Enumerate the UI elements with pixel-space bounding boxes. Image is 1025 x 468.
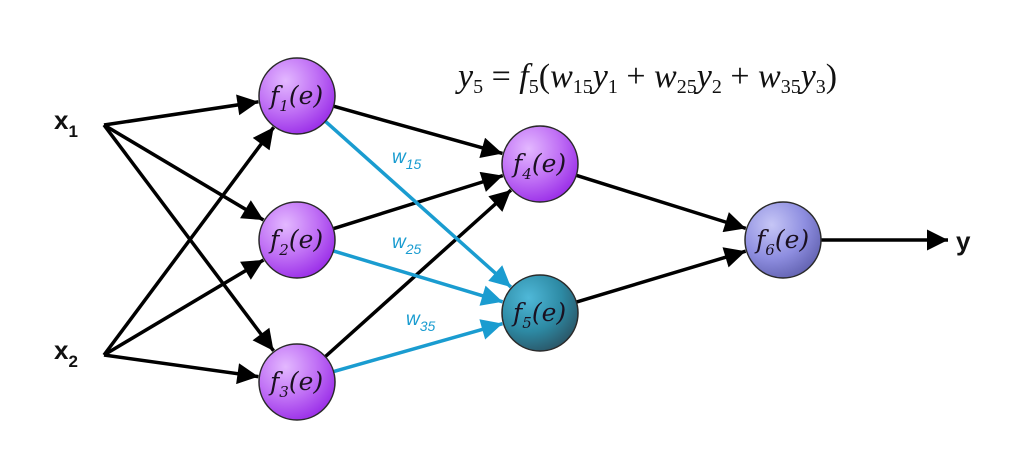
formula-plus: +	[626, 58, 646, 95]
formula-y-sub: 2	[711, 76, 722, 98]
neuron-label: f3(e)	[268, 367, 323, 401]
neuron-arg: (e)	[289, 367, 323, 396]
formula-plus: +	[730, 58, 750, 95]
formula-y-sub: 3	[815, 76, 826, 98]
neuron-sub: 5	[522, 314, 532, 332]
formula-weight-sub: 35	[780, 76, 801, 98]
neuron-circle	[501, 125, 579, 203]
neuron-arg: (e)	[775, 225, 809, 254]
weight-label-w35: w35	[406, 309, 436, 334]
neuron-circle	[258, 57, 336, 135]
neuron-circle	[744, 201, 822, 279]
formula-y-sub: 1	[607, 76, 618, 98]
neuron-n5: f5(e)	[501, 274, 579, 352]
weight-label-sub: 15	[406, 156, 422, 172]
neuron-sub: 1	[279, 97, 289, 115]
neuron-fn: f	[511, 149, 526, 178]
edge-n3-n4	[324, 188, 513, 358]
formula-weight-sub: 15	[572, 76, 593, 98]
input-label-x2: x2	[54, 335, 78, 371]
formula-lhs: y	[458, 58, 474, 95]
output-label-y: y	[956, 226, 971, 256]
edge-x2-n2	[103, 258, 265, 357]
edge-n4-n6	[575, 173, 747, 233]
edges-layer	[102, 94, 948, 385]
formula-y: y	[696, 58, 712, 95]
formula-weight: w	[654, 58, 677, 95]
neuron-fn: f	[754, 225, 769, 254]
neuron-arg: (e)	[532, 298, 566, 327]
formula-open-paren: (	[538, 58, 551, 95]
edge-n3-n5	[333, 319, 503, 374]
weight-label-sub: 25	[405, 241, 422, 257]
neuron-sub: 3	[279, 383, 289, 401]
formula-close-paren: )	[825, 58, 838, 95]
neuron-n4: f4(e)	[501, 125, 579, 203]
weight-label-w25: w25	[392, 232, 422, 257]
neuron-label: f5(e)	[511, 298, 566, 332]
neuron-fn: f	[268, 225, 283, 254]
formula-equals: =	[491, 58, 511, 95]
edge-x2-n3	[103, 353, 259, 385]
neuron-label: f6(e)	[754, 225, 809, 259]
input-sub: 1	[68, 122, 77, 141]
formula-weight: w	[550, 58, 573, 95]
formula-y: y	[800, 58, 816, 95]
neuron-arg: (e)	[289, 81, 323, 110]
weight-label-w15: w15	[392, 147, 422, 172]
neuron-sub: 4	[521, 165, 532, 183]
edge-x2-n1	[102, 126, 276, 357]
formula-fn-sub: 5	[528, 76, 539, 98]
neuron-sub: 6	[765, 241, 775, 259]
neuron-label: f4(e)	[511, 149, 566, 183]
edge-n1-n5	[324, 120, 513, 289]
neuron-circle	[501, 274, 579, 352]
input-sub: 2	[68, 352, 77, 371]
edge-n2-n5	[332, 249, 504, 306]
neuron-fn: f	[268, 367, 283, 396]
neuron-sub: 2	[278, 241, 289, 259]
neuron-arg: (e)	[532, 149, 566, 178]
edge-n1-n4	[333, 104, 503, 158]
formula-lhs-sub: 5	[473, 76, 484, 98]
formula-weight-sub: 25	[676, 76, 697, 98]
edge-n5-n6	[575, 247, 747, 304]
neuron-n3: f3(e)	[258, 343, 336, 421]
formula-weight: w	[758, 58, 781, 95]
formula-fn: f	[519, 58, 529, 95]
weights-layer: w15 w25 w35	[324, 120, 513, 374]
neuron-circle	[258, 201, 336, 279]
formula-y: y	[592, 58, 608, 95]
neuron-label: f1(e)	[268, 81, 323, 115]
input-label-x1: x1	[54, 105, 78, 141]
edge-x1-n2	[103, 123, 265, 222]
neuron-label: f2(e)	[268, 225, 323, 259]
edge-x1-n3	[102, 123, 275, 352]
neuron-n2: f2(e)	[258, 201, 336, 279]
neuron-arg: (e)	[289, 225, 323, 254]
output-formula: y5 = f5(w15y1 + w25y2 + w35y3)	[458, 58, 837, 99]
neuron-fn: f	[268, 81, 283, 110]
weight-label-sub: 35	[420, 318, 436, 334]
nodes-layer: f1(e)f2(e)f3(e)f4(e)f5(e)f6(e)	[258, 57, 822, 421]
neuron-n6: f6(e)	[744, 201, 822, 279]
edge-x1-n1	[103, 94, 259, 127]
neuron-fn: f	[511, 298, 526, 327]
neuron-circle	[258, 343, 336, 421]
neuron-n1: f1(e)	[258, 57, 336, 135]
